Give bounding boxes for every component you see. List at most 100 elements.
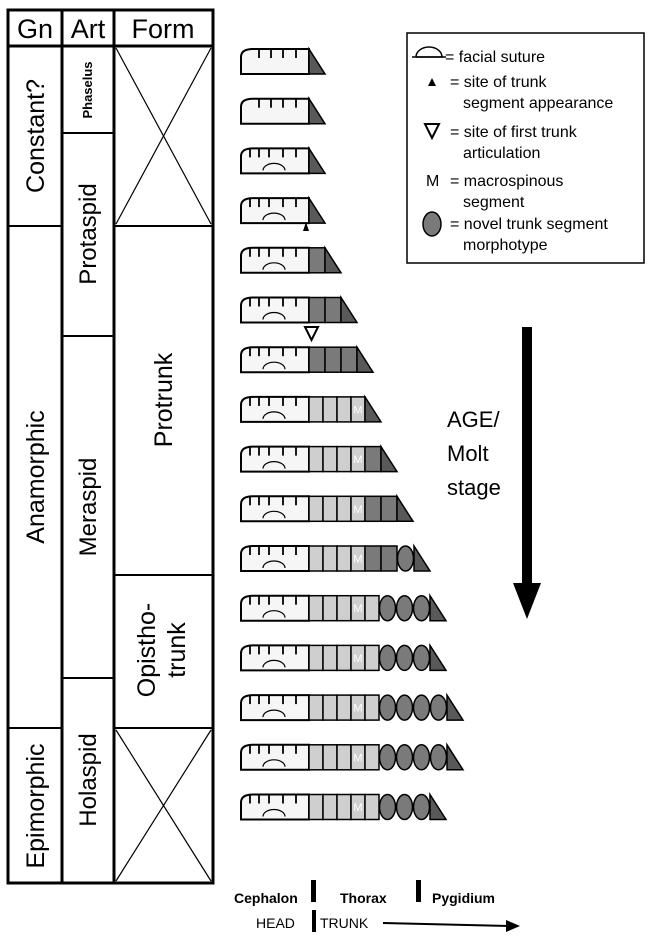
cephalon-11	[240, 545, 310, 572]
label-trunk: TRUNK	[320, 915, 369, 931]
thoracic-segment	[336, 644, 352, 672]
thoracic-segment	[336, 545, 352, 572]
novel-segment-oval	[429, 694, 448, 721]
thoracic-segment	[364, 594, 380, 622]
thoracic-segment	[308, 495, 324, 523]
novel-segment-oval	[396, 545, 415, 572]
pygidial-segment	[324, 296, 342, 324]
novel-segment-oval	[378, 744, 397, 771]
terminal-piece	[429, 642, 448, 672]
art-meraspid-label: Meraspid	[75, 458, 102, 557]
thoracic-segment	[308, 793, 324, 821]
terminal-piece	[356, 344, 375, 373]
legend-macrospinous-1: = macrospinous	[450, 173, 563, 190]
art-holaspid-label: Holaspid	[75, 733, 102, 826]
legend-trunk-appearance-2: segment appearance	[463, 95, 613, 112]
thoracic-segment	[336, 396, 352, 423]
thoracic-segment	[322, 744, 338, 771]
macrospinous-label: M	[353, 653, 362, 665]
novel-segment-oval	[412, 744, 431, 771]
macrospinous-label: M	[353, 752, 362, 764]
pygidial-segment	[324, 346, 342, 373]
cross-upper-b	[115, 47, 212, 225]
thoracic-segment	[308, 545, 324, 572]
cross-lower-b	[115, 729, 212, 882]
label-thorax: Thorax	[340, 890, 387, 906]
terminal-piece	[380, 444, 399, 473]
cephalon-14	[240, 694, 310, 722]
cephalon-8	[240, 395, 310, 423]
thoracic-segment	[364, 644, 380, 672]
age-molt-arrow: AGE/ Molt stage	[447, 327, 541, 619]
legend-novel-oval-icon	[422, 211, 442, 237]
terminal-piece	[413, 543, 432, 572]
thoracic-segment	[308, 644, 324, 672]
pygidial-segment	[308, 296, 326, 324]
thoracic-segment	[336, 744, 352, 771]
thoracic-segment	[322, 694, 338, 721]
facial-suture-icon	[262, 411, 286, 419]
thoracic-segment	[308, 744, 324, 771]
legend-macrospinous-2: segment	[463, 194, 525, 211]
thoracic-segment	[308, 445, 324, 473]
novel-segment-oval	[412, 644, 431, 672]
cephalon-9	[240, 445, 310, 473]
terminal-piece	[396, 493, 415, 523]
macrospinous-label: M	[353, 802, 362, 814]
cephalon-7	[240, 346, 310, 374]
gn-anamorphic-label: Anamorphic	[22, 410, 50, 543]
macrospinous-label: M	[353, 603, 362, 615]
pygidial-segment	[308, 247, 326, 274]
thoracic-segment	[322, 594, 338, 622]
facial-suture-icon	[262, 510, 286, 519]
terminal-piece	[429, 791, 448, 821]
facial-suture-icon	[262, 212, 286, 221]
pygidial-segment	[364, 445, 382, 473]
stage-table	[6, 8, 215, 885]
novel-segment-oval	[412, 594, 431, 622]
legend-novel-morphotype-2: morphotype	[463, 237, 548, 254]
legend-box	[406, 32, 645, 264]
trunk-appearance-marker-icon	[303, 222, 309, 231]
facial-suture-icon	[262, 560, 286, 569]
legend-facial-suture: = facial suture	[445, 49, 545, 66]
thoracic-segment	[322, 495, 338, 523]
cephalon-12	[240, 594, 310, 622]
terminal-piece	[429, 593, 448, 622]
novel-segment-oval	[378, 694, 397, 721]
cephalon-3	[240, 147, 310, 175]
novel-segment-oval	[395, 793, 414, 821]
thoracic-segment	[322, 396, 338, 423]
thoracic-segment	[364, 694, 380, 721]
facial-suture-icon	[262, 808, 286, 817]
cephalon-13	[240, 644, 310, 672]
thoracic-segment	[336, 594, 352, 622]
cephalon-1	[240, 48, 310, 75]
novel-segment-oval	[429, 744, 448, 771]
art-phaselus-label: Phaselus	[80, 61, 95, 118]
age-label-line1: AGE/	[447, 407, 500, 432]
novel-segment-oval	[378, 594, 397, 622]
novel-segment-oval	[395, 594, 414, 622]
trunk-arrow-line	[382, 922, 511, 927]
facial-suture-icon	[262, 311, 286, 320]
thoracic-segment	[364, 793, 380, 821]
header-art: Art	[71, 14, 106, 44]
body-region-labels: Cephalon Thorax Pygidium HEAD TRUNK	[234, 880, 520, 932]
terminal-piece	[446, 742, 465, 771]
thoracic-segment	[308, 594, 324, 622]
pygidial-segment	[340, 346, 358, 373]
legend-articulation-icon	[423, 123, 441, 141]
thoracic-segment	[308, 694, 324, 721]
age-arrow-shaft	[522, 327, 532, 585]
form-opisthotrunk-label-2: trunk	[163, 622, 191, 678]
facial-suture-icon	[262, 262, 286, 270]
thoracic-segment	[322, 445, 338, 473]
thoracic-segment	[322, 793, 338, 821]
thoracic-segment	[336, 793, 352, 821]
novel-segment-oval	[378, 644, 397, 672]
terminal-piece	[446, 692, 465, 721]
thoracic-segment	[336, 445, 352, 473]
